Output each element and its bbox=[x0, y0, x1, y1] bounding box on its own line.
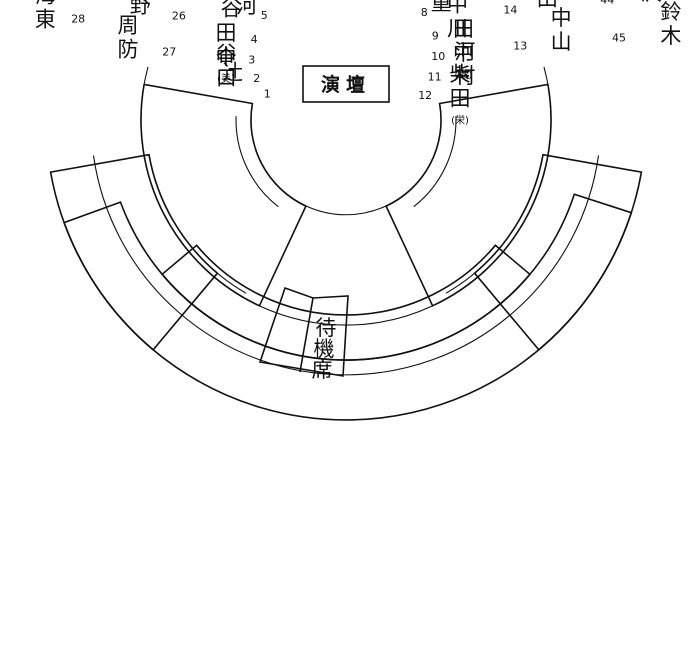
right-rear-bank bbox=[473, 153, 643, 351]
ring-arc-3 bbox=[413, 116, 457, 208]
seat-name-char: 山 bbox=[551, 30, 572, 54]
seat-name-char: 周 bbox=[118, 14, 139, 38]
waiting-seats-box bbox=[258, 286, 349, 377]
seat-layer: 1辻2谷口3田中(美)4谷5小河6菅沼7岩崎8森重9中川10田中(誠)11河村1… bbox=[35, 0, 682, 127]
waiting-char-2: 機 bbox=[314, 337, 335, 361]
seat-14: 14野田 bbox=[503, 0, 557, 16]
seat-number: 1 bbox=[264, 87, 271, 100]
seat-number: 2 bbox=[253, 72, 260, 85]
seat-name-char: 田 bbox=[450, 87, 471, 111]
ring-arc-0 bbox=[250, 103, 442, 216]
seat-name-char: 野 bbox=[130, 0, 151, 17]
seat-name-char: 東 bbox=[35, 8, 56, 32]
seat-name-char: 河 bbox=[236, 0, 257, 18]
seat-name-char: 川 bbox=[447, 17, 468, 41]
waiting-char-3: 席 bbox=[312, 358, 333, 382]
seat-number: 13 bbox=[513, 40, 527, 53]
seat-number: 26 bbox=[172, 10, 186, 23]
seat-26: 26秦野 bbox=[130, 0, 186, 23]
left-front-bank bbox=[140, 83, 307, 307]
seat-name-suffix: (栄) bbox=[451, 115, 469, 127]
seat-27: 27 周防 bbox=[118, 14, 177, 62]
seat-13: 13 中山 bbox=[513, 6, 571, 54]
seat-number: 14 bbox=[503, 3, 517, 16]
seat-name-char: 口 bbox=[216, 66, 237, 90]
seat-name-char: 谷 bbox=[216, 42, 237, 66]
seat-name-char: 田 bbox=[453, 17, 474, 41]
seat-name-char: 海 bbox=[35, 0, 56, 8]
seat-name-char: 中 bbox=[216, 45, 237, 69]
seat-name-char: 木 bbox=[660, 24, 681, 48]
seat-number: 45 bbox=[612, 32, 626, 45]
seat-9: 9中川 bbox=[432, 0, 468, 43]
waiting-seats: 待 機 席 bbox=[258, 286, 349, 382]
seat-number: 5 bbox=[261, 9, 268, 22]
seat-number: 27 bbox=[162, 46, 176, 59]
seat-12: 12 柴田 (栄) bbox=[418, 63, 470, 127]
ring-arc-2 bbox=[235, 116, 279, 208]
seat-name-char: 中 bbox=[551, 6, 572, 30]
ring-arc-1 bbox=[140, 66, 552, 326]
seat-10: 10 田中 (誠) bbox=[431, 17, 474, 81]
seat-name-char: 沢 bbox=[641, 0, 662, 5]
seat-frames bbox=[49, 66, 643, 421]
center-mid-band bbox=[160, 244, 532, 361]
seat-2: 2 谷口 bbox=[216, 42, 260, 90]
seat-number: 8 bbox=[421, 6, 428, 19]
seat-8: 8森重 bbox=[421, 0, 452, 19]
seat-name-char: 中 bbox=[453, 41, 474, 65]
seat-name-char: 中 bbox=[447, 0, 468, 17]
podium-box bbox=[302, 65, 390, 103]
seat-1: 1辻 bbox=[222, 61, 271, 101]
podium: 演壇 bbox=[302, 65, 390, 103]
seat-number: 11 bbox=[428, 71, 442, 84]
seat-name-char: 谷 bbox=[221, 0, 242, 21]
podium-label: 演壇 bbox=[321, 73, 371, 96]
seat-number: 9 bbox=[432, 30, 439, 43]
seat-name-suffix: (美) bbox=[217, 72, 235, 85]
seat-28: 28 海東 bbox=[35, 0, 85, 32]
waiting-divider bbox=[299, 297, 314, 373]
right-front-bank bbox=[385, 83, 552, 307]
seat-name-char: 防 bbox=[118, 38, 139, 62]
seat-3: 3田中 (美) bbox=[216, 21, 256, 85]
ring-arc-6 bbox=[92, 155, 600, 376]
seat-name-char: 柴 bbox=[450, 63, 471, 87]
seat-number: 4 bbox=[251, 33, 258, 46]
seat-number: 28 bbox=[71, 13, 85, 26]
seat-name-char: 河 bbox=[454, 40, 475, 64]
seat-number: 12 bbox=[418, 89, 432, 102]
seat-number: 3 bbox=[248, 53, 255, 66]
seat-name-char: 重 bbox=[431, 0, 452, 15]
seat-11: 11 河村 bbox=[428, 40, 476, 88]
seat-5: 5小河 bbox=[236, 0, 268, 22]
seat-44: 44中沢 bbox=[600, 0, 661, 7]
seat-name-char: 村 bbox=[454, 64, 475, 88]
seat-name-char: 田 bbox=[216, 21, 237, 45]
left-rear-bank bbox=[49, 153, 219, 351]
seat-number: 10 bbox=[431, 50, 445, 63]
seat-name-suffix: (誠) bbox=[454, 68, 472, 81]
seat-name-char: 辻 bbox=[222, 61, 243, 85]
seat-4: 4谷 bbox=[221, 0, 258, 46]
seat-name-char: 鈴 bbox=[660, 0, 681, 24]
seat-number: 44 bbox=[600, 0, 614, 7]
waiting-char-1: 待 bbox=[316, 316, 337, 340]
seat-45: 45 鈴木 bbox=[612, 0, 681, 48]
seat-name-char: 田 bbox=[537, 0, 558, 10]
